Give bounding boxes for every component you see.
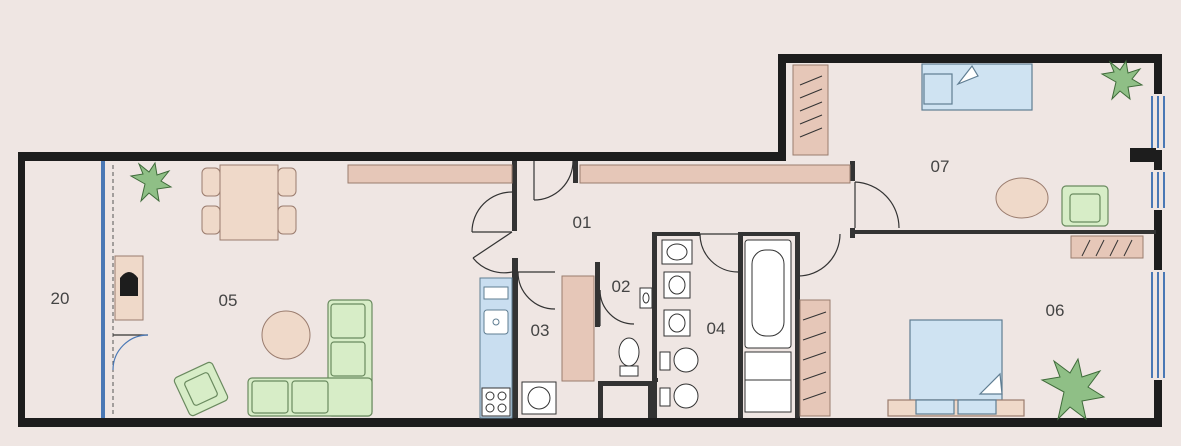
washing-machine-icon <box>521 381 557 415</box>
walls <box>18 54 1162 427</box>
bathtub-icon <box>744 239 792 413</box>
sink-icon <box>661 239 693 265</box>
toilet-icon <box>618 337 640 377</box>
fireplace-icon <box>114 255 144 321</box>
windows <box>1151 96 1165 378</box>
door-icon[interactable] <box>854 181 900 229</box>
plant-icon <box>1100 59 1144 101</box>
door-icon[interactable] <box>472 231 513 274</box>
sofa-icon <box>247 299 373 417</box>
room-label-03: 03 <box>531 321 550 340</box>
room-label-02: 02 <box>612 277 631 296</box>
door-icon[interactable] <box>517 271 556 310</box>
room-label-06: 06 <box>1046 301 1065 320</box>
door-icon[interactable] <box>471 191 513 233</box>
room-label-05: 05 <box>219 291 238 310</box>
door-icon[interactable] <box>797 233 841 277</box>
doors <box>112 160 900 371</box>
wardrobe-icon <box>799 75 1133 401</box>
room-labels: 01 02 03 04 05 06 07 20 <box>51 157 1065 340</box>
bathroom-fixtures <box>659 239 792 413</box>
stove-icon <box>481 387 511 417</box>
toilet-icon <box>659 347 699 373</box>
door-icon[interactable] <box>599 289 635 326</box>
sink-icon <box>639 287 653 309</box>
armchair-icon <box>1061 185 1109 227</box>
sink-icon <box>483 309 509 335</box>
built-in-cabinets <box>347 64 1144 417</box>
sink-icon <box>663 271 691 299</box>
bed-icon <box>921 63 1033 111</box>
room-label-04: 04 <box>707 319 726 338</box>
round-table-icon <box>995 177 1049 219</box>
kitchen-counter <box>479 277 513 419</box>
door-icon[interactable] <box>112 334 149 371</box>
plant-icon <box>1040 357 1106 421</box>
toilet-icon <box>659 383 699 409</box>
bed-icon <box>887 319 1025 417</box>
room-label-01: 01 <box>573 213 592 232</box>
plant-icon <box>129 161 173 203</box>
dining-table-icon <box>201 164 297 241</box>
door-icon[interactable] <box>533 160 574 201</box>
armchair-icon <box>173 361 229 417</box>
partitions <box>101 156 1156 418</box>
door-icon[interactable] <box>699 233 739 273</box>
sink-icon <box>663 309 691 337</box>
round-table-icon <box>261 310 311 360</box>
room-label-07: 07 <box>931 157 950 176</box>
room-label-20: 20 <box>51 289 70 308</box>
